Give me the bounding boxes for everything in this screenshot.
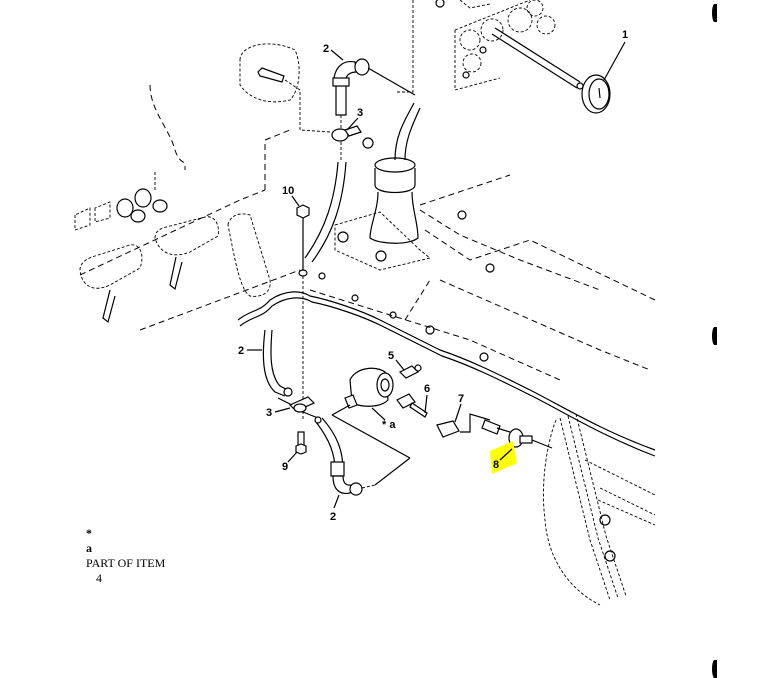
sending-unit-8	[481, 419, 553, 449]
footnote-legend: * a PART OF ITEM 4	[80, 511, 165, 586]
upper-clamp	[331, 115, 374, 160]
upper-hose	[332, 58, 416, 116]
callout-1: 1	[622, 29, 628, 41]
callout-8: 8	[493, 459, 499, 471]
side-bracket	[543, 413, 656, 606]
binding-mark-top	[712, 4, 717, 22]
screw-9	[295, 431, 307, 455]
binding-mark-bottom	[712, 660, 717, 678]
nut-10	[296, 204, 310, 420]
callout-9: 9	[282, 461, 288, 473]
callout-7: 7	[458, 393, 464, 405]
bolt-detail-inset	[239, 43, 331, 133]
fitting-5	[398, 364, 422, 379]
floor-outline	[79, 84, 656, 381]
binding-mark-middle	[712, 327, 717, 345]
callout-2c: 2	[330, 511, 336, 523]
callout-2a: 2	[323, 43, 329, 55]
callout-3b: 3	[266, 407, 272, 419]
asterisk-marker: *	[86, 526, 92, 540]
note-marker-a: * a	[382, 419, 396, 431]
instrument-panel	[395, 0, 556, 93]
floor-cut-edge	[237, 291, 656, 457]
callout-5: 5	[388, 350, 394, 362]
left-hose	[262, 329, 293, 397]
callout-3a: 3	[357, 107, 363, 119]
pedals-and-switches	[74, 170, 271, 324]
lower-clamp	[277, 396, 319, 419]
vertical-hose	[304, 161, 347, 263]
callouts: 1 2 2 2 3 3 5 6 7 8 9 10 * a	[238, 29, 628, 523]
shift-boot	[334, 102, 431, 271]
housing-item-4	[331, 367, 411, 486]
callout-2b: 2	[238, 345, 244, 357]
gauge-assembly	[491, 27, 611, 114]
fitting-7	[436, 413, 491, 438]
note-letter: a	[86, 541, 92, 555]
callout-6: 6	[424, 383, 430, 395]
lower-hose	[314, 416, 376, 496]
adapter-6	[396, 393, 428, 418]
callout-10: 10	[282, 185, 294, 197]
legend-item-number: 4	[96, 571, 102, 585]
legend-text: PART OF ITEM	[86, 556, 166, 570]
